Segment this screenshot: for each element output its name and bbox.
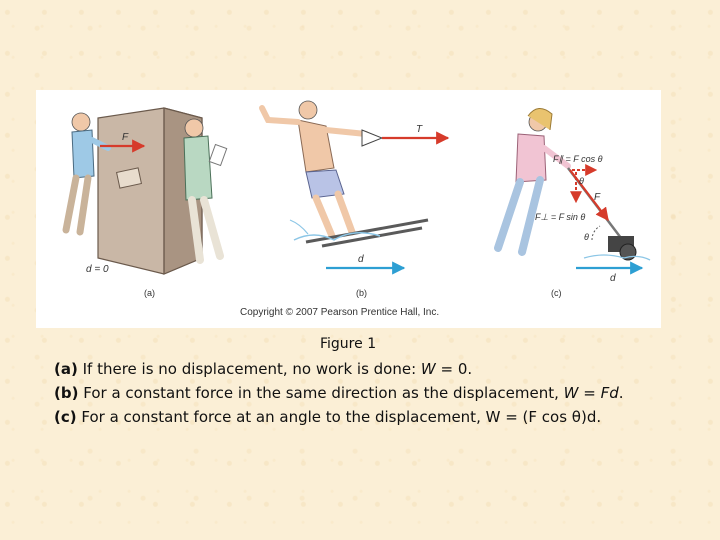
caption-line-b: (b) For a constant force in the same dir… <box>54 384 624 402</box>
caption-line-a: (a) If there is no displacement, no work… <box>54 360 472 378</box>
caption-c-prefix: (c) <box>54 408 77 426</box>
caption-c-text: For a constant force at an angle to the … <box>81 408 602 426</box>
caption-b-tail: . <box>618 384 624 402</box>
tension-label-b: T <box>416 124 423 135</box>
copyright-notice: Copyright © 2007 Pearson Prentice Hall, … <box>240 307 439 318</box>
theta-label-bottom: θ <box>584 232 589 242</box>
parallel-label-c: F∥ = F cos θ <box>553 154 603 164</box>
displacement-label-b: d <box>358 254 364 265</box>
panel-c-label: (c) <box>551 288 562 298</box>
caption-line-c: (c) For a constant force at an angle to … <box>54 408 601 426</box>
physics-figure: F d = 0 (a) T d (b) <box>36 90 661 328</box>
caption-b-eq: = <box>578 384 601 402</box>
figure-illustration: F d = 0 (a) T d (b) <box>62 100 651 318</box>
caption-b-text: For a constant force in the same directi… <box>83 384 564 402</box>
caption-b-math: W <box>563 384 579 402</box>
caption-a-tail: = 0. <box>435 360 473 378</box>
perp-label-c: F⊥ = F sin θ <box>535 212 585 222</box>
force-label-c: F <box>594 192 601 203</box>
caption-b-math2: Fd <box>600 384 619 402</box>
panel-b-illustration: T d (b) <box>259 100 450 298</box>
caption-a-text: If there is no displacement, no work is … <box>82 360 421 378</box>
figure-title: Figure 1 <box>320 336 377 352</box>
panel-a-label: (a) <box>144 288 155 298</box>
theta-label-top: θ <box>579 176 584 186</box>
caption-b-prefix: (b) <box>54 384 79 402</box>
displacement-label-c: d <box>610 273 616 284</box>
panel-a-illustration: F d = 0 (a) <box>62 107 228 298</box>
caption-a-prefix: (a) <box>54 360 78 378</box>
displacement-label-a: d = 0 <box>86 264 109 275</box>
caption-a-math: W <box>420 360 436 378</box>
panel-c-illustration: F∥ = F cos θ F⊥ = F sin θ F θ θ d (c) <box>494 108 651 298</box>
panel-b-label: (b) <box>356 288 367 298</box>
force-label-a: F <box>122 132 129 143</box>
